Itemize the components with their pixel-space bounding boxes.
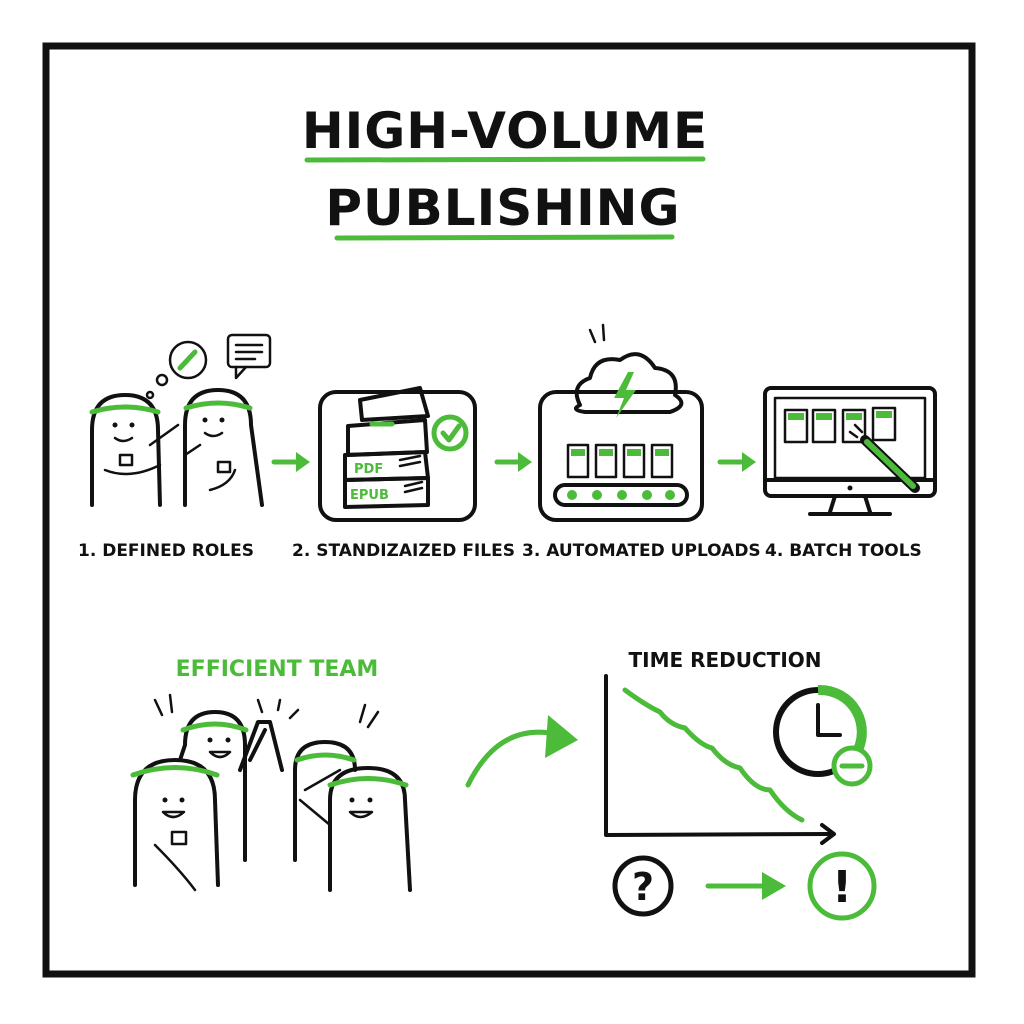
step-label-3: 3. AUTOMATED UPLOADS xyxy=(522,541,761,561)
book-label-epub: EPUB xyxy=(350,488,389,503)
team-label: EFFICIENT TEAM xyxy=(176,657,379,682)
arrow-2-3-head xyxy=(518,452,532,472)
title-line-2: PUBLISHING xyxy=(325,179,680,237)
step-label-4: 4. BATCH TOOLS xyxy=(765,541,922,561)
step-label-2: 2. STANDIZAIZED FILES xyxy=(292,541,515,561)
title-underline-2 xyxy=(334,234,675,241)
cloud-conveyor-icon xyxy=(538,323,704,522)
time-reduction-chart-icon xyxy=(604,674,873,845)
book-stack-icon: PDF EPUB xyxy=(318,386,477,522)
frame-border xyxy=(42,42,976,978)
question-circle xyxy=(612,855,674,917)
title-line-1: HIGH-VOLUME xyxy=(302,102,708,160)
arrow-1-2-head xyxy=(296,452,310,472)
result-arrow-head xyxy=(762,872,786,900)
question-mark: ? xyxy=(632,865,654,909)
book-label-pdf: PDF xyxy=(354,462,383,477)
exclamation-mark: ! xyxy=(832,862,852,913)
question-to-exclamation: ? ! xyxy=(612,851,877,921)
celebrating-team-icon xyxy=(130,693,412,892)
step-label-1: 1. DEFINED ROLES xyxy=(78,541,254,561)
time-reduction-label: TIME REDUCTION xyxy=(628,648,821,672)
arrow-3-4-head xyxy=(742,452,756,472)
title-underline-1 xyxy=(304,156,706,163)
exclamation-circle xyxy=(807,851,877,921)
team-roles-icon xyxy=(89,333,272,507)
curved-arrow-head xyxy=(545,715,578,758)
monitor-icon xyxy=(763,386,937,516)
